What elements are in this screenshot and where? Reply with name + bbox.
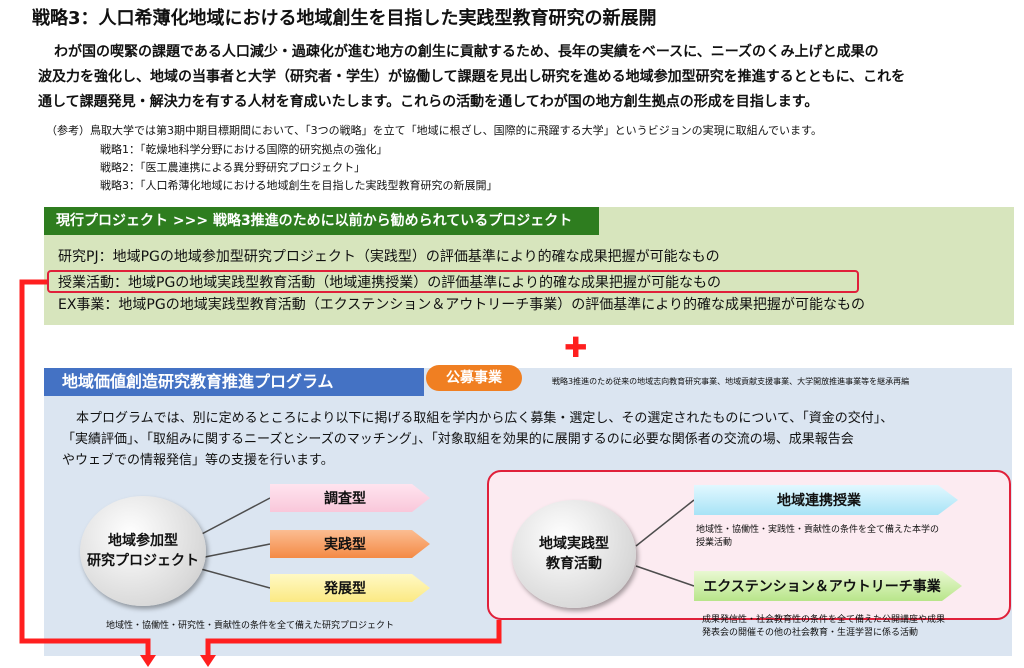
circle-label: 教育活動 xyxy=(546,556,602,572)
reference-lead: （参考）鳥取大学では第3期中期目標期間において、「3つの戦略」を立て「地域に根ざ… xyxy=(46,124,822,137)
type-arrow-survey-icon xyxy=(270,484,430,512)
practice-education-circle: 地域実践型 教育活動 xyxy=(512,500,636,608)
reference-item: 戦略1：「乾燥地科学分野における国際的研究拠点の強化」 xyxy=(100,143,388,156)
type-practice: 実践型 xyxy=(324,537,366,553)
program-desc-line: やウェブでの情報発信」等の支援を行います。 xyxy=(62,453,334,468)
highlight-box xyxy=(47,270,859,293)
research-project-circle: 地域参加型 研究プロジェクト xyxy=(80,496,206,606)
public-offering-badge: 公募事業 xyxy=(426,365,522,391)
reference-item: 戦略2：「医工農連携による異分野研究プロジェクト」 xyxy=(100,161,366,174)
item-arrow-extension-icon xyxy=(694,571,962,601)
arrow-head-icon xyxy=(140,655,156,667)
circle-label: 地域実践型 xyxy=(539,536,609,552)
type-survey: 調査型 xyxy=(324,491,366,507)
type-arrow-practice-icon xyxy=(270,530,430,558)
program-desc-line: 本プログラムでは、別に定めるところにより以下に掲げる取組を学内から広く募集・選定… xyxy=(76,411,894,426)
reference-item: 戦略3：「人口希薄化地域における地域創生を目指した実践型教育研究の新展開」 xyxy=(100,179,498,192)
program-header: 地域価値創造研究教育推進プログラム xyxy=(44,368,424,396)
arrow-head-icon xyxy=(200,655,216,667)
intro-line-1: わが国の喫緊の課題である人口減少・過疎化が進む地方の創生に貢献するため、長年の実… xyxy=(54,44,879,60)
current-line-research: 研究PJ：地域PGの地域参加型研究プロジェクト（実践型）の評価基準により的確な成… xyxy=(58,249,720,265)
intro-line-3: 通して課題発見・解決力を有する人材を育成いたします。これらの活動を通してわが国の… xyxy=(38,94,819,110)
research-caption: 地域性・協働性・研究性・貢献性の条件を全て備えた研究プロジェクト xyxy=(106,621,395,631)
circle-label: 地域参加型 xyxy=(108,533,178,549)
current-project-header: 現行プロジェクト >>> 戦略3推進のために以前から勧められているプロジェクト xyxy=(44,207,599,235)
item-extension-desc: 発表会の開催その他の社会教育・生涯学習に係る活動 xyxy=(702,628,919,638)
item-extension-outreach: エクステンション＆アウトリーチ事業 xyxy=(703,579,941,595)
program-desc-line: 「実績評価」、「取組みに関するニーズとシーズのマッチング」、「対象取組を効果的に… xyxy=(62,432,854,447)
current-line-class: 授業活動：地域PGの地域実践型教育活動（地域連携授業）の評価基準により的確な成果… xyxy=(58,275,722,291)
item-regional-class: 地域連携授業 xyxy=(777,493,861,509)
type-development: 発展型 xyxy=(324,581,366,597)
page-title: 戦略3：人口希薄化地域における地域創生を目指した実践型教育研究の新展開 xyxy=(32,8,657,29)
circle-label: 研究プロジェクト xyxy=(87,553,199,569)
item-regional-class-desc: 地域性・協働性・実践性・貢献性の条件を全て備えた本学の xyxy=(696,525,940,535)
arrow-right-icon xyxy=(205,620,502,656)
arrow-left-icon xyxy=(19,279,151,656)
plus-icon: ✚ xyxy=(564,331,588,364)
intro-line-2: 波及力を強化し、地域の当事者と大学（研究者・学生）が協働して課題を見出し研究を進… xyxy=(38,69,906,85)
item-regional-class-desc: 授業活動 xyxy=(696,538,733,548)
type-arrow-development-icon xyxy=(270,574,430,602)
item-extension-desc: 成果発信性・社会教育性の条件を全て備えた公開講座や成果 xyxy=(702,615,946,625)
current-line-ex: EX事業：地域PGの地域実践型教育活動（エクステンション＆アウトリーチ事業）の評… xyxy=(58,297,866,313)
item-arrow-class-icon xyxy=(694,485,958,515)
badge-note: 戦略3推進のため従来の地域志向教育研究事業、地域貢献支援事業、大学開放推進事業等… xyxy=(552,377,910,386)
